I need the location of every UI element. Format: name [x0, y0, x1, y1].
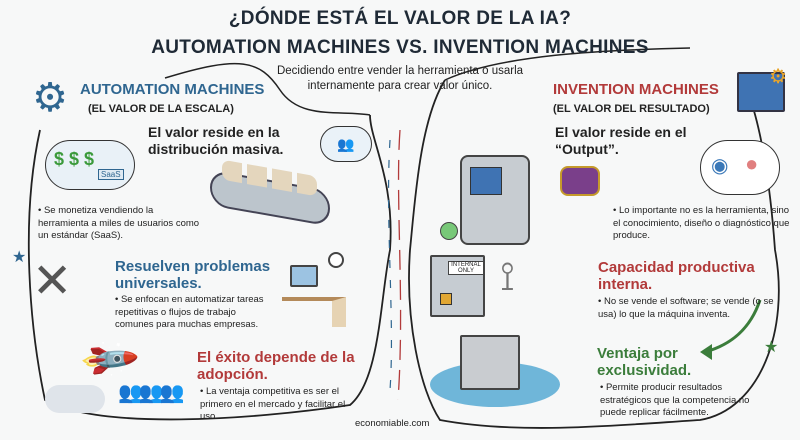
building-sign: INTERNAL ONLY — [448, 261, 484, 275]
automation-bullet-3: La ventaja competitiva es ser el primero… — [200, 386, 365, 424]
saas-tag: SaaS — [98, 169, 124, 180]
eye-brain-thought-icon: ◉● — [700, 140, 780, 195]
money-cloud-icon: $ $ $ SaaS — [45, 140, 135, 190]
internal-building-icon: INTERNAL ONLY — [430, 255, 485, 317]
automation-bullet-1: Se monetiza vendiendo la herramienta a m… — [38, 205, 203, 243]
page-title-line1: ¿DÓNDE ESTÁ EL VALOR DE LA IA? — [228, 8, 572, 29]
invention-bullet-1: Lo importante no es la herramienta, sino… — [613, 205, 795, 243]
svg-text:★: ★ — [12, 249, 26, 266]
page-subtitle: Decidiendo entre vender la herramienta o… — [276, 65, 524, 92]
svg-text:★: ★ — [764, 339, 778, 356]
invention-bullet-2: No se vende el software; se vende (o se … — [598, 296, 776, 321]
robot-arm-icon: ⟟ — [500, 255, 515, 299]
automation-lead: El valor reside en la distribución masiv… — [148, 124, 284, 157]
blueprint-gear-icon: ⚙ — [737, 66, 787, 112]
invention-heading-2: Capacidad productiva interna. — [598, 259, 755, 293]
invention-machine-icon — [460, 155, 530, 245]
automation-bullet-2: Se enfocan en automatizar tareas repetit… — [115, 294, 277, 332]
automation-title: AUTOMATION MACHINES — [80, 81, 265, 98]
invention-bullet-3: Permite producir resultados estratégicos… — [600, 382, 772, 420]
winged-gear-icon: ⚙ — [32, 76, 68, 120]
crowd-icon: 👥👥👥 — [118, 382, 185, 404]
automation-heading-2: Resuelven problemas universales. — [115, 258, 271, 292]
page-title-line2: AUTOMATION MACHINES VS. INVENTION MACHIN… — [151, 37, 649, 58]
invention-heading-3: Ventaja por exclusividad. — [597, 345, 692, 379]
desk-icon — [282, 297, 346, 327]
castle-icon — [460, 335, 520, 390]
wrench-screwdriver-icon: ✕ — [32, 255, 73, 308]
flask-icon — [440, 222, 458, 240]
footer-credit: economiable.com — [355, 418, 430, 429]
treasure-chest-icon — [560, 166, 600, 196]
invention-subtitle: (EL VALOR DEL RESULTADO) — [553, 103, 710, 115]
invention-title: INVENTION MACHINES — [553, 81, 719, 98]
computer-monitor-icon — [290, 265, 318, 287]
clock-icon — [328, 252, 344, 268]
smoke-cloud-icon — [45, 385, 105, 413]
automation-heading-3: El éxito depende de la adopción. — [197, 349, 355, 383]
users-cloud-icon: 👥 — [320, 126, 372, 162]
automation-subtitle: (EL VALOR DE LA ESCALA) — [88, 103, 234, 115]
invention-lead: El valor reside en el “Output”. — [555, 124, 687, 157]
